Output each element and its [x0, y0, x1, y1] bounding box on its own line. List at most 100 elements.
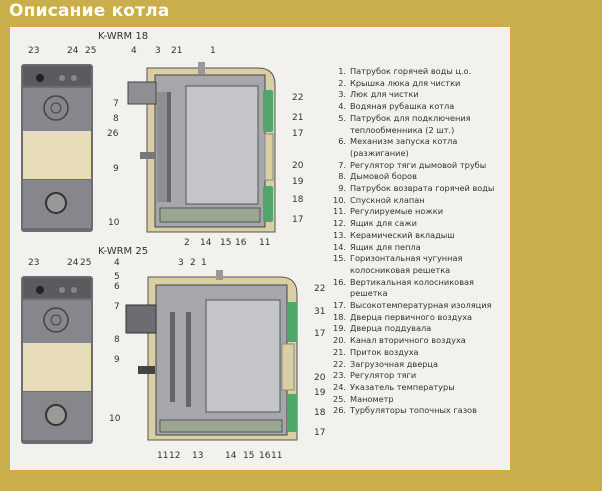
legend-item: 16.Вертикальная колосниковая решетка	[333, 277, 508, 300]
legend-number: 1.	[338, 66, 346, 76]
legend-text: Крышка люка для чистки	[350, 77, 461, 88]
callout-number: 1	[210, 46, 216, 56]
legend-number: 17.	[333, 300, 347, 311]
callout-number: 25	[85, 46, 97, 56]
callout-number: 4	[114, 258, 120, 268]
legend-text: Водяная рубашка котла	[350, 101, 455, 112]
legend-item: 8. Дымовой боров	[333, 171, 508, 183]
legend-text: Механизм запуска котла (разжигание)	[350, 136, 458, 158]
callout-number: 19	[292, 177, 304, 187]
legend-text: Люк для чистки	[350, 89, 419, 100]
legend-text: Высокотемпературная изоляция	[350, 300, 492, 311]
callout-number: 21	[171, 46, 183, 56]
legend-text: Канал вторичного воздуха	[350, 335, 466, 346]
legend-item: 13.Керамический вкладыш	[333, 230, 508, 242]
parts-legend: 1.Патрубок горячей воды ц.о.2.Крышка люк…	[333, 66, 508, 417]
legend-number: 21.	[333, 346, 347, 357]
callout-number: 8	[114, 335, 120, 345]
callout-number: 6	[114, 282, 120, 292]
callout-number: 3	[178, 258, 184, 268]
section-view-kwrm25	[125, 270, 298, 441]
callout-number: 21	[292, 113, 304, 123]
callout-number: 7	[114, 302, 120, 312]
legend-item: 26.Турбуляторы топочных газов	[333, 405, 508, 417]
legend-text: Патрубок горячей воды ц.о.	[350, 66, 472, 76]
front-view-kwrm18	[21, 64, 93, 232]
legend-item: 20.Канал вторичного воздуха	[333, 335, 508, 347]
legend-item: 17.Высокотемпературная изоляция	[333, 300, 508, 312]
callout-number: 23	[28, 258, 40, 268]
legend-text: Загрузочная дверца	[350, 358, 439, 369]
legend-number: 6.	[338, 136, 346, 147]
callout-number: 16	[235, 238, 247, 248]
section-view-kwrm18	[127, 62, 276, 233]
legend-number: 24.	[333, 381, 347, 392]
legend-number: 18.	[333, 311, 347, 322]
legend-text: Дверца первичного воздуха	[350, 311, 473, 322]
legend-item: 10.Спускной клапан	[333, 195, 508, 207]
legend-number: 14.	[333, 241, 347, 252]
legend-item: 18.Дверца первичного воздуха	[333, 312, 508, 324]
callout-number: 15	[220, 238, 232, 248]
page-title: Описание котла	[9, 1, 170, 21]
legend-item: 15.Горизонтальная чугунная колосниковая …	[333, 253, 508, 276]
legend-number: 23.	[333, 370, 347, 381]
legend-item: 24.Указатель температуры	[333, 382, 508, 394]
callout-number: 11	[157, 451, 169, 461]
legend-item: 22.Загрузочная дверца	[333, 359, 508, 371]
legend-text: Керамический вкладыш	[350, 229, 455, 240]
callout-number: 17	[292, 129, 304, 139]
callout-number: 25	[80, 258, 92, 268]
legend-text: Турбуляторы топочных газов	[350, 405, 477, 416]
legend-item: 1. Патрубок горячей воды ц.о.	[333, 66, 508, 78]
callout-number: 2	[190, 258, 196, 268]
legend-item: 21.Приток воздуха	[333, 347, 508, 359]
legend-number: 8.	[338, 171, 346, 182]
callout-number: 16	[259, 451, 271, 461]
callout-number: 19	[314, 388, 326, 398]
legend-item: 6. Механизм запуска котла (разжигание)	[333, 136, 508, 159]
callout-number: 17	[314, 329, 326, 339]
legend-text: Спускной клапан	[350, 194, 425, 205]
callout-number: 12	[169, 451, 181, 461]
legend-number: 16.	[333, 276, 347, 287]
callout-number: 15	[243, 451, 255, 461]
legend-text: Патрубок возврата горячей воды	[350, 183, 495, 194]
callout-number: 22	[292, 93, 304, 103]
callout-number: 14	[225, 451, 237, 461]
callout-number: 17	[292, 215, 304, 225]
callout-number: 11	[271, 451, 283, 461]
callout-number: 23	[28, 46, 40, 56]
legend-number: 5.	[338, 112, 346, 123]
legend-text: Дымовой боров	[350, 171, 417, 182]
callout-number: 3	[155, 46, 161, 56]
callout-number: 8	[113, 114, 119, 124]
legend-text: Указатель температуры	[350, 381, 455, 392]
legend-item: 5. Патрубок для подключения теплообменник…	[333, 113, 508, 136]
legend-text: Регулируемые ножки	[350, 206, 444, 217]
legend-number: 22.	[333, 358, 347, 369]
legend-text: Ящик для сажи	[350, 218, 417, 229]
legend-number: 26.	[333, 405, 347, 416]
legend-number: 10.	[333, 194, 347, 205]
legend-item: 19.Дверца поддувала	[333, 323, 508, 335]
legend-number: 4.	[338, 101, 346, 112]
callout-number: 24	[67, 46, 79, 56]
callout-number: 13	[192, 451, 204, 461]
legend-text: Манометр	[350, 393, 394, 404]
legend-number: 3.	[338, 89, 346, 100]
legend-text: Регулятор тяги	[350, 370, 417, 381]
callout-number: 1	[201, 258, 207, 268]
legend-item: 9.Патрубок возврата горячей воды	[333, 183, 508, 195]
callout-number: 2	[184, 238, 190, 248]
callout-number: 10	[109, 414, 121, 424]
callout-number: 24	[67, 258, 79, 268]
callout-number: 5	[114, 272, 120, 282]
front-view-kwrm25	[21, 276, 93, 444]
legend-text: Патрубок для подключения теплообменника …	[350, 112, 471, 135]
legend-item: 3. Люк для чистки	[333, 89, 508, 101]
legend-number: 15.	[333, 253, 347, 264]
model-label-kwrm18: K-WRM 18	[98, 31, 149, 42]
callout-number: 31	[314, 307, 326, 317]
